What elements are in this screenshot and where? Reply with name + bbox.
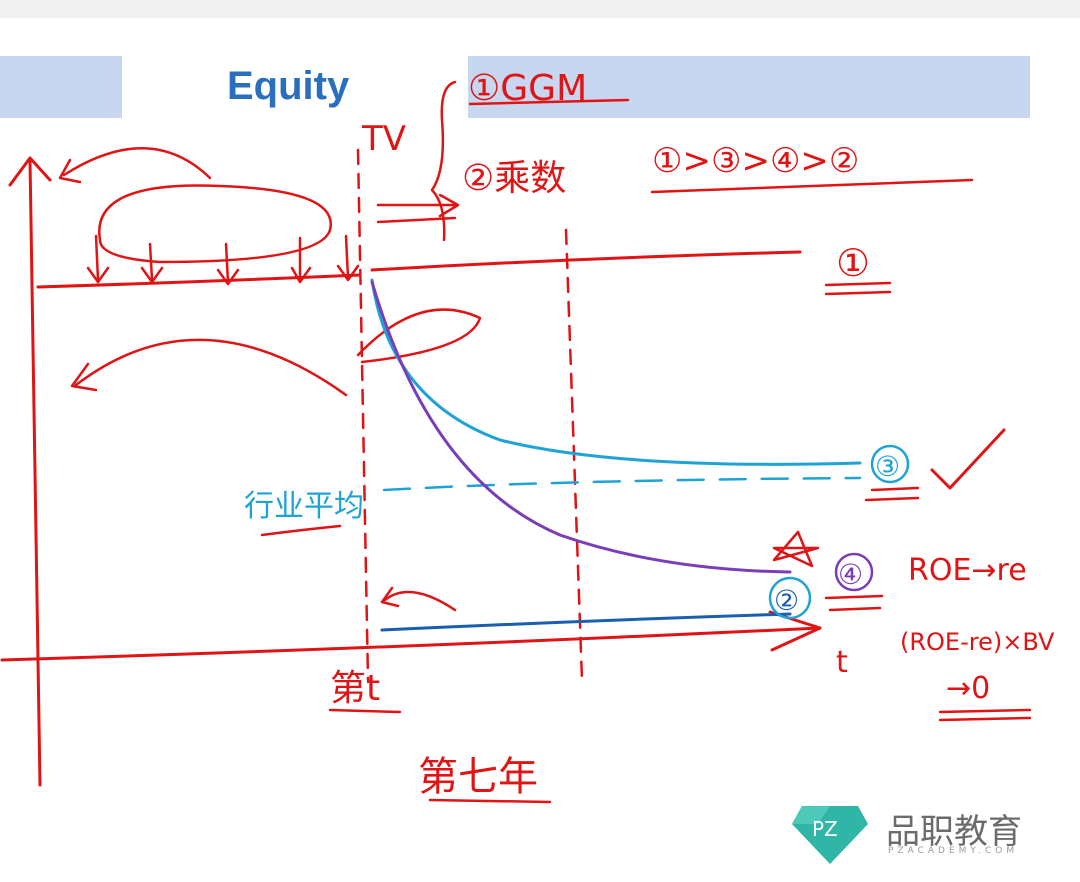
banner-left xyxy=(0,56,122,118)
brand-name: 品职教育 xyxy=(886,812,1022,852)
curve4-circle xyxy=(834,552,874,592)
label3-underline xyxy=(864,486,920,502)
top-strip xyxy=(0,0,1080,18)
method1-label: ①GGM xyxy=(468,68,587,109)
discount-arrow-heads xyxy=(86,264,360,286)
discount-ellipse xyxy=(98,184,333,264)
diamond-icon: PZ xyxy=(792,806,868,864)
tv-text: TV xyxy=(361,119,406,159)
industry-average-line xyxy=(382,476,862,492)
discount-arc-1 xyxy=(62,147,212,180)
x-axis xyxy=(0,626,822,662)
tv-arrow xyxy=(376,193,460,218)
level-line-left xyxy=(36,273,362,289)
discount-arc-2 xyxy=(74,338,348,397)
checkmark xyxy=(930,428,1006,490)
t-axis-label: t xyxy=(836,645,848,680)
curve4-label: ④ xyxy=(838,558,863,591)
tv-arc xyxy=(356,308,482,364)
roe-line2: (ROE-re)×BV xyxy=(900,628,1055,656)
gordon-underline xyxy=(468,98,630,106)
x-label-bottom: 第七年 xyxy=(418,754,538,800)
roe-line1: ROE→re xyxy=(908,553,1027,588)
curve2-label: ② xyxy=(774,584,799,617)
curve-3 xyxy=(370,278,862,466)
discount-arc-1-head xyxy=(58,158,82,184)
curve2-circle xyxy=(768,576,812,620)
tv-dashed-line xyxy=(356,148,370,682)
level-line-right xyxy=(370,250,802,272)
industry-average-label: 行业平均 xyxy=(244,489,364,524)
y-axis xyxy=(28,158,42,787)
roe-underline xyxy=(938,708,1032,722)
bottom-arc-head xyxy=(380,586,400,608)
tv-arrow-2 xyxy=(376,216,457,224)
discount-arc-2-head xyxy=(70,362,98,392)
label4-underline xyxy=(824,594,884,612)
banner-right xyxy=(468,56,1030,118)
star-mark xyxy=(772,530,820,568)
x-label-underline-2 xyxy=(428,798,552,804)
brand-url: PZACADEMY.COM xyxy=(888,846,1019,856)
x-label-top: 第t xyxy=(330,668,380,709)
curve3-label: ③ xyxy=(875,450,900,483)
industry-underline xyxy=(260,524,342,537)
bottom-arc xyxy=(383,590,457,612)
curve-4 xyxy=(370,280,792,574)
discount-arrows xyxy=(94,234,350,284)
ranking-underline xyxy=(650,178,974,194)
level1-label: ① xyxy=(836,241,870,285)
method-brace xyxy=(430,80,457,242)
x-label-underline xyxy=(328,708,402,714)
brand-logo: PZ 品职教育 PZACADEMY.COM xyxy=(790,800,1050,870)
method2-label: ②乘数 xyxy=(462,158,566,199)
label1-underline xyxy=(824,281,892,296)
roe-line3: →0 xyxy=(946,671,990,706)
slide-title: Equity xyxy=(227,64,350,108)
curve-2 xyxy=(380,612,792,632)
ranking-text: ①>③>④>② xyxy=(652,141,859,181)
curve3-circle xyxy=(870,444,910,484)
y-axis-arrow xyxy=(8,156,52,187)
svg-text:PZ: PZ xyxy=(812,817,838,841)
